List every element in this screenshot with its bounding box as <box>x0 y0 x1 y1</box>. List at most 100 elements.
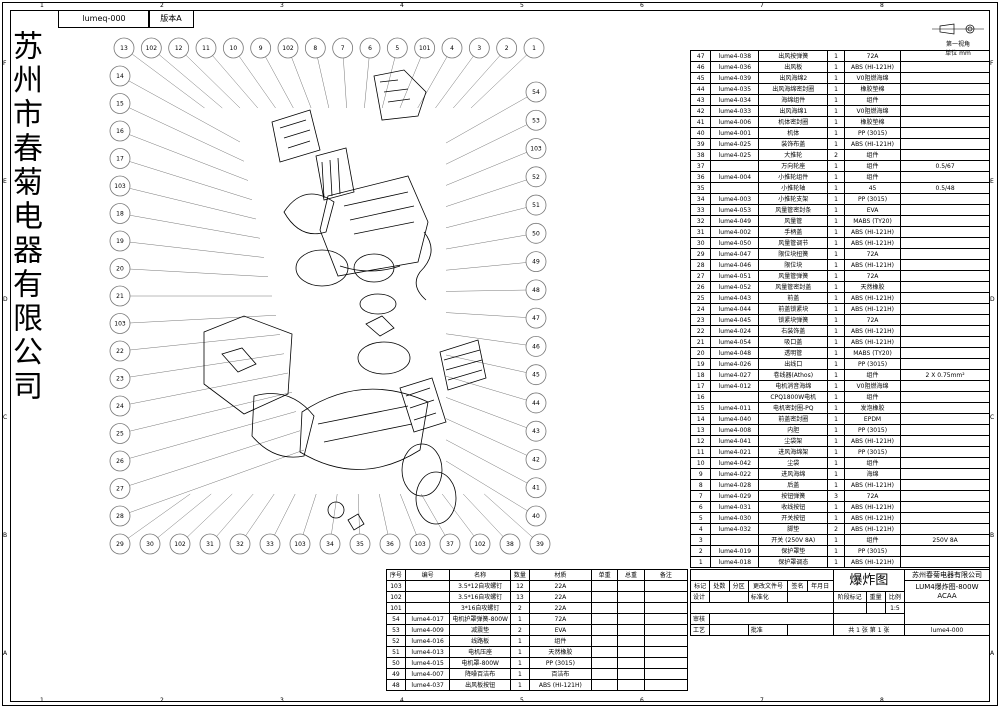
scale-value: 1:5 <box>884 602 906 614</box>
inner-frame <box>10 10 990 702</box>
part-name: 前盖锁紧块 <box>758 303 829 315</box>
bom-cell: lume4-013 <box>404 646 451 658</box>
balloon-circle <box>469 533 491 555</box>
zone-number-bottom: 2 <box>160 697 164 704</box>
part-no: 31 <box>689 226 712 238</box>
balloon-circle <box>277 37 299 59</box>
balloon-circle <box>332 37 354 59</box>
part-qty: 2 <box>827 523 845 535</box>
bom-cell <box>617 679 645 691</box>
bom-cell: 线路板 <box>449 635 511 647</box>
part-material: V0阻燃海绵 <box>843 380 902 392</box>
bom-cell: 减震垫 <box>449 624 511 636</box>
balloon-circle <box>109 120 131 142</box>
part-qty: 1 <box>827 402 845 414</box>
bom-cell <box>590 679 619 691</box>
balloon-label: 13 <box>120 45 128 52</box>
part-no: 43 <box>689 94 712 106</box>
version-box: 版本A <box>148 10 194 28</box>
part-code: lume4-018 <box>710 556 760 568</box>
leader-line <box>205 47 258 109</box>
balloon-circle <box>499 533 521 555</box>
balloon-label: 1 <box>532 45 536 52</box>
leader-line <box>119 449 305 517</box>
rev-header-doc: 更改文件号 <box>747 580 789 592</box>
part-material: PP (3015) <box>843 193 902 205</box>
part-code: lume4-033 <box>710 105 760 117</box>
zone-number-bottom: 8 <box>880 697 884 704</box>
part-qty: 2 <box>827 149 845 161</box>
balloon-circle <box>304 37 326 59</box>
part-name: 前盖 <box>758 292 829 304</box>
balloon-circle <box>525 335 547 357</box>
bom-cell: 3.5*12自攻螺钉 <box>449 580 511 592</box>
bom-cell <box>590 602 619 614</box>
part-no: 44 <box>689 83 712 95</box>
part-name: 小推轮支架 <box>758 193 829 205</box>
leader-line <box>123 47 205 109</box>
balloon-circle <box>525 307 547 329</box>
model-sub: ACAA <box>937 591 957 600</box>
part-code <box>710 391 760 403</box>
part-note <box>900 358 990 370</box>
part-material: ABS (HI-121H) <box>843 336 902 348</box>
part-qty: 1 <box>827 512 845 524</box>
bom-cell <box>404 602 451 614</box>
part-material: ABS (HI-121H) <box>843 556 902 568</box>
balloon-circle <box>525 279 547 301</box>
part-no: 1 <box>689 556 712 568</box>
leader-line <box>445 354 537 375</box>
part-note <box>900 83 990 95</box>
leader-line <box>445 460 537 517</box>
exploded-parts <box>203 69 487 531</box>
balloon-label: 23 <box>116 376 124 383</box>
part-name: 吸口盖 <box>758 336 829 348</box>
bom-cell: 102 <box>386 591 406 603</box>
standard-label: 标准化 <box>747 591 789 603</box>
balloon-label: 48 <box>532 287 540 294</box>
sheet-spacer <box>832 613 906 625</box>
bom-cell <box>643 635 689 647</box>
part-qty: 1 <box>827 270 845 282</box>
part-name: 风量管 <box>758 215 829 227</box>
part-no: 37 <box>689 160 712 172</box>
bom-cell: 3.5*16自攻螺钉 <box>449 591 511 603</box>
part-note <box>900 490 990 502</box>
part-note <box>900 127 990 139</box>
part-note <box>900 292 990 304</box>
dust-box-part <box>283 193 335 235</box>
zone-number-top: 6 <box>640 2 644 9</box>
balloon-label: 8 <box>313 45 317 52</box>
part-name: 卷线器(Athos) <box>758 369 829 381</box>
balloon-label: 35 <box>356 541 364 548</box>
balloon-label: 16 <box>116 128 124 135</box>
part-note <box>900 336 990 348</box>
bom-cell <box>643 613 689 625</box>
part-note <box>900 501 990 513</box>
part-code: lume4-052 <box>710 281 760 293</box>
part-qty: 1 <box>827 336 845 348</box>
balloon-circle <box>109 340 131 362</box>
bom-header-cell: 总重 <box>617 569 645 581</box>
balloon-circle <box>525 222 547 244</box>
zone-number-bottom: 7 <box>760 697 764 704</box>
balloon-circle <box>525 138 547 159</box>
balloon-label: 28 <box>116 513 124 520</box>
part-no: 15 <box>689 402 712 414</box>
